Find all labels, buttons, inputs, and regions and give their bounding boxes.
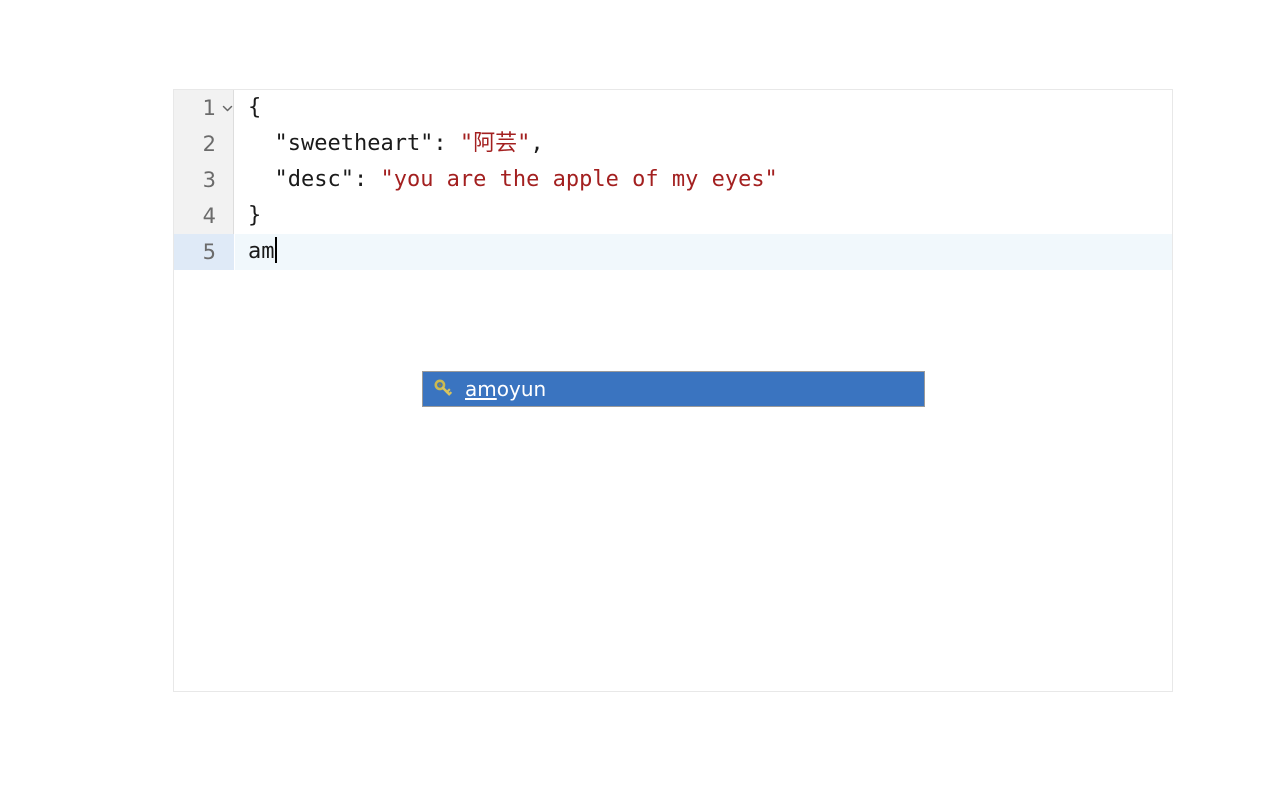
code-line-3[interactable]: 3 "desc": "you are the apple of my eyes" — [174, 162, 1172, 198]
line-number: 2 — [202, 132, 216, 156]
line-number: 1 — [202, 96, 216, 120]
autocomplete-item[interactable]: amoyun — [423, 372, 924, 406]
code-line-2[interactable]: 2 "sweetheart": "阿芸", — [174, 126, 1172, 162]
line-number: 3 — [202, 168, 216, 192]
code-editor[interactable]: 1{2 "sweetheart": "阿芸",3 "desc": "you ar… — [173, 89, 1173, 692]
autocomplete-item-label: amoyun — [465, 377, 546, 401]
token-punc: { — [248, 95, 262, 120]
line-number-background — [174, 234, 234, 270]
key-icon — [433, 378, 455, 400]
code-line-1[interactable]: 1{ — [174, 90, 1172, 126]
current-line-highlight — [235, 90, 1172, 126]
code-text: "desc": "you are the apple of my eyes" — [248, 162, 778, 198]
autocomplete-rest: oyun — [496, 377, 547, 401]
code-text: am — [248, 234, 277, 270]
current-line-highlight — [235, 198, 1172, 234]
line-number: 4 — [202, 204, 216, 228]
code-line-4[interactable]: 4} — [174, 198, 1172, 234]
token-punc: , — [530, 131, 544, 156]
token-plain: am — [248, 239, 275, 264]
token-key: "sweetheart": — [248, 131, 460, 156]
text-cursor — [274, 237, 277, 263]
line-number: 5 — [202, 240, 216, 264]
chevron-down-icon[interactable] — [219, 90, 235, 126]
token-str: "阿芸" — [459, 131, 531, 156]
token-str: "you are the apple of my eyes" — [380, 167, 778, 192]
token-punc: } — [248, 203, 262, 228]
autocomplete-match-prefix: am — [465, 377, 497, 401]
code-text: "sweetheart": "阿芸", — [248, 126, 544, 162]
code-line-5[interactable]: 5 am — [174, 234, 1172, 270]
token-key: "desc": — [248, 167, 381, 192]
code-text: { — [248, 90, 261, 126]
code-text: } — [248, 198, 261, 234]
current-line-highlight — [235, 234, 1172, 270]
code-content-area[interactable]: 1{2 "sweetheart": "阿芸",3 "desc": "you ar… — [174, 90, 1172, 691]
autocomplete-popup[interactable]: amoyun — [422, 371, 925, 407]
